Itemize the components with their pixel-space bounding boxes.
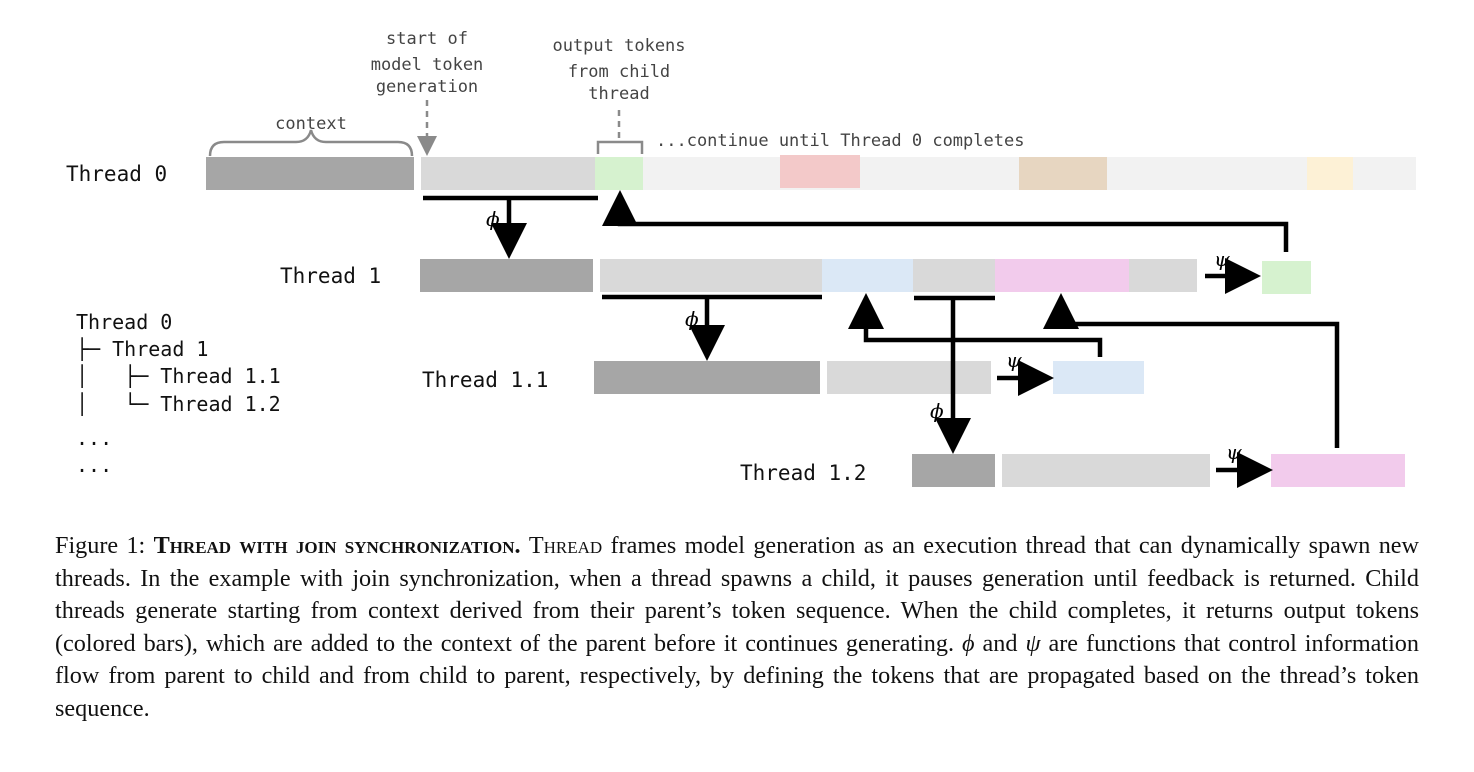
phi-symbol-2: ϕ [685, 307, 699, 331]
phi-symbol-3: ϕ [930, 399, 944, 423]
tree-thread-1-2: │ └─ Thread 1.2 [76, 392, 281, 416]
thread-tree: Thread 0 ├─ Thread 1 │ ├─ Thread 1.1 │ └… [76, 310, 281, 477]
phi-symbol-1: ϕ [486, 207, 500, 231]
thread-1-generated-bar-b [913, 259, 995, 292]
thread-1-1-output-blue [1053, 361, 1144, 394]
caption-thread-name: Thread [528, 532, 603, 559]
annotation-output-line3: thread [588, 84, 649, 104]
thread-0-output-yellow [1307, 157, 1353, 190]
tree-ellipsis-1: ... [76, 426, 112, 450]
thread-1-2-output-pink [1271, 454, 1405, 487]
thread-1-1-generated-bar [827, 361, 991, 394]
thread-1-returned-pink [995, 259, 1129, 292]
caption-phi: ϕ [962, 629, 975, 657]
tree-thread-1-1: │ ├─ Thread 1.1 [76, 364, 281, 388]
thread-1-label: Thread 1 [280, 264, 381, 288]
output-tokens-bracket [596, 140, 644, 154]
tree-thread-1: ├─ Thread 1 [76, 337, 208, 361]
context-brace [208, 129, 414, 157]
thread-0-generated-bar [421, 157, 595, 190]
thread-1-2-label: Thread 1.2 [740, 461, 866, 485]
thread-0-context-bar [206, 157, 414, 190]
annotation-output-line1: output tokens [552, 36, 685, 56]
psi-symbol-2: ψ [1006, 348, 1022, 372]
thread-1-2-generated-bar [1002, 454, 1210, 487]
caption-and: and [974, 629, 1026, 657]
thread-1-1-context-bar [594, 361, 820, 394]
thread-1-1-label: Thread 1.1 [422, 368, 548, 392]
thread-1-returned-blue [822, 259, 913, 292]
tree-ellipsis-2: ... [76, 453, 112, 477]
caption-bold-title: Thread with join synchronization. [153, 532, 521, 559]
thread-1-output-green [1262, 261, 1311, 294]
return-arrow-thread-1-1-to-1 [848, 293, 1103, 357]
thread-1-generated-bar-a [600, 259, 822, 292]
thread-0-output-tan [1019, 157, 1107, 190]
caption-text-2: are functions that control information f… [55, 629, 1419, 722]
thread-0-output-red [780, 155, 860, 188]
thread-0-label: Thread 0 [66, 162, 167, 186]
psi-symbol-3: ψ [1226, 440, 1242, 464]
tree-root: Thread 0 [76, 310, 172, 334]
annotation-start-line2: model token [371, 55, 484, 75]
thread-1-generated-bar-c [1129, 259, 1197, 292]
thread-0-output-green [595, 157, 643, 190]
caption-figure-label: Figure 1: [55, 532, 154, 559]
figure-caption: Figure 1: Thread with join synchronizati… [55, 530, 1419, 725]
annotation-start-line3: generation [376, 77, 478, 97]
annotation-output-line2: from child [568, 62, 670, 82]
return-arrow-thread-1-2-to-1 [1043, 293, 1340, 448]
thread-1-context-bar [420, 259, 593, 292]
caption-psi: ψ [1025, 629, 1041, 657]
psi-symbol-1: ψ [1214, 247, 1230, 271]
annotation-continue: ...continue until Thread 0 completes [656, 131, 1024, 151]
return-arrow-thread-1-to-0 [602, 190, 1289, 252]
thread-1-2-context-bar [912, 454, 995, 487]
annotation-context: context [275, 114, 347, 134]
thread-diagram: context start of model token generation … [66, 29, 1416, 488]
annotation-start-line1: start of [386, 29, 468, 49]
caption-text-1: frames model generation as an execution … [55, 532, 1419, 657]
